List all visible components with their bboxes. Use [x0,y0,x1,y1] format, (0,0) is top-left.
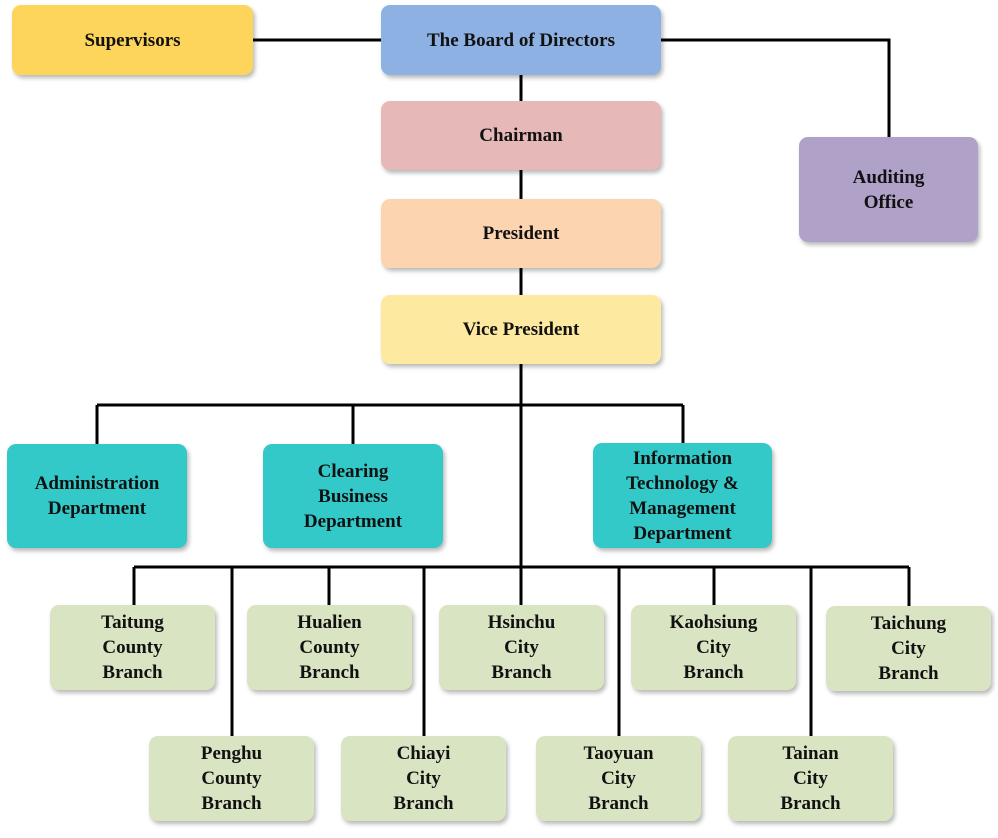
board-of-directors-box: The Board of Directors [381,5,661,75]
vice-president-box: Vice President [381,295,661,364]
supervisors-box: Supervisors [12,5,253,75]
connector-board-auditing [661,38,891,137]
it-management-department-box: Information Technology & Management Depa… [593,443,772,548]
clearing-business-department-box: Clearing Business Department [263,444,443,548]
administration-department-box: Administration Department [7,444,187,548]
hualien-county-branch-box: Hualien County Branch [247,605,412,690]
chairman-box: Chairman [381,101,661,170]
taitung-county-branch-box: Taitung County Branch [50,605,215,690]
president-box: President [381,199,661,268]
tainan-city-branch-box: Tainan City Branch [728,736,893,821]
auditing-office-box: Auditing Office [799,137,978,242]
penghu-county-branch-box: Penghu County Branch [149,736,314,821]
hsinchu-city-branch-box: Hsinchu City Branch [439,605,604,690]
taichung-city-branch-box: Taichung City Branch [826,606,991,691]
taoyuan-city-branch-box: Taoyuan City Branch [536,736,701,821]
chiayi-city-branch-box: Chiayi City Branch [341,736,506,821]
kaohsiung-city-branch-box: Kaohsiung City Branch [631,605,796,690]
